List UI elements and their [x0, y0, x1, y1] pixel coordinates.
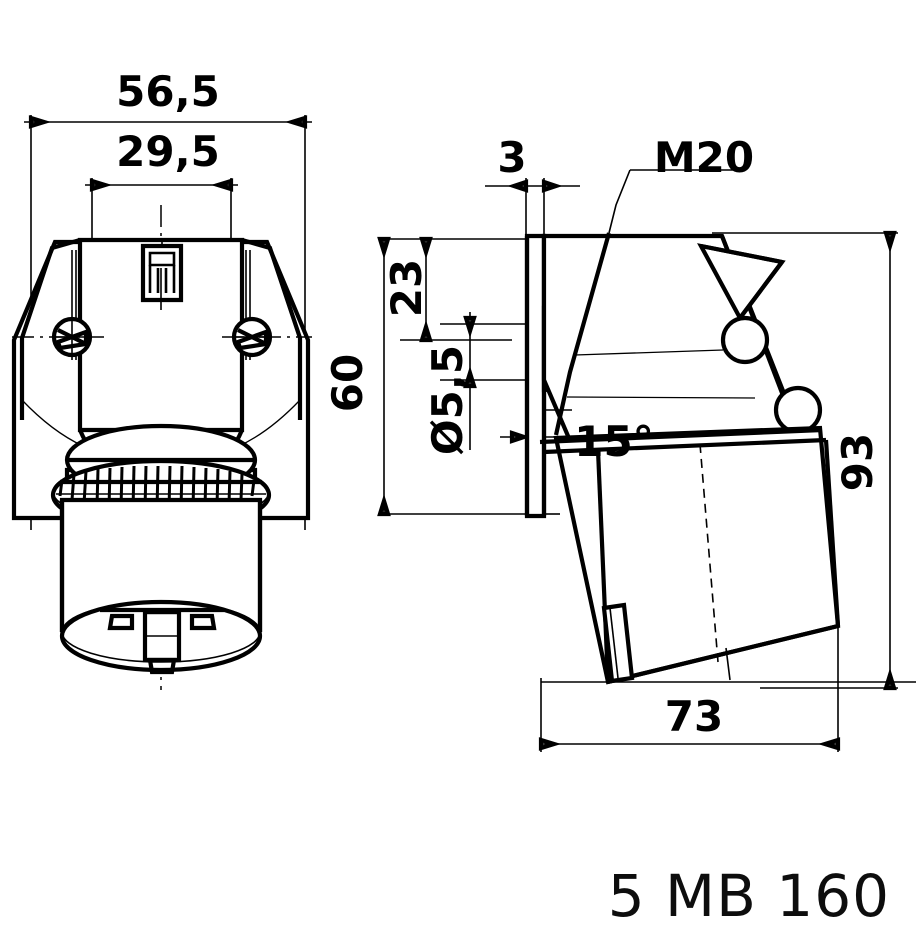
side-dim-3-lines — [485, 178, 580, 240]
dim-label-56-5: 56,5 — [116, 67, 220, 116]
dim-label-hole-diameter: Ø5,5 — [423, 345, 472, 455]
dim-label-15-deg: 15° — [574, 417, 653, 466]
side-boss-upper — [720, 315, 770, 365]
side-m20-leader — [608, 169, 742, 234]
side-boss-lower — [773, 385, 823, 435]
front-body-face — [19, 237, 303, 433]
side-dim-hole-lines — [440, 312, 530, 450]
dim-label-73: 73 — [665, 692, 723, 741]
front-keyway-detail — [140, 240, 184, 310]
side-dim-73-lines — [538, 624, 841, 752]
front-contact-face — [100, 607, 224, 675]
front-dim-29-5-lines — [85, 178, 238, 245]
front-view — [11, 115, 312, 690]
dim-label-60: 60 — [323, 354, 372, 412]
side-mounting-ear-upper — [697, 243, 786, 322]
side-dim-23-lines — [400, 236, 512, 343]
side-inclined-plug-body — [539, 425, 841, 685]
dim-label-23: 23 — [382, 259, 431, 317]
dim-label-29-5: 29,5 — [116, 127, 220, 176]
side-view — [377, 169, 916, 752]
drawing-caption: 5 MB 160 — [608, 862, 890, 930]
dim-label-m20: M20 — [654, 133, 754, 182]
dim-label-3: 3 — [497, 133, 526, 182]
dim-label-93: 93 — [833, 433, 882, 491]
